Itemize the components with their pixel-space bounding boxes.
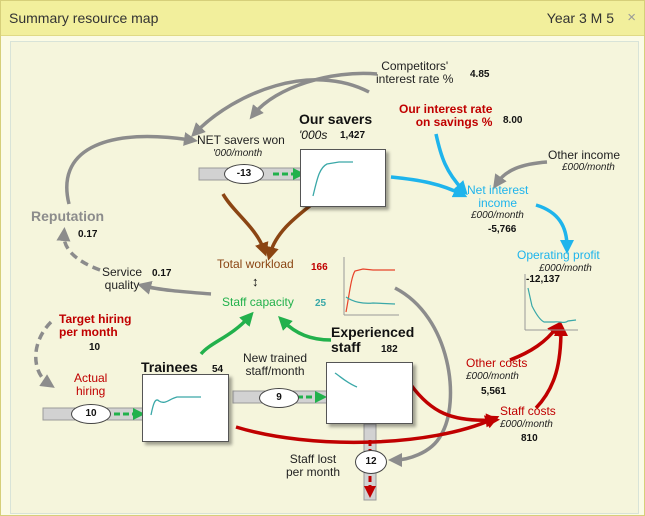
net-interest-label: Net interest income bbox=[467, 183, 529, 211]
new-trained-valve[interactable]: 9 bbox=[259, 388, 299, 408]
close-icon[interactable]: × bbox=[627, 9, 636, 26]
experienced-label-line2: staff bbox=[331, 339, 361, 356]
workload-trend-line bbox=[345, 268, 395, 313]
trainees-to-capacity-arrow bbox=[199, 311, 254, 356]
new-trained-label: New trained staff/month bbox=[243, 351, 308, 379]
net-savers-unit: '000/month bbox=[213, 148, 263, 159]
reputation-label: Reputation bbox=[31, 208, 105, 224]
capacity-to-service-arrow bbox=[137, 281, 212, 296]
diagram-canvas: -13 10 9 12 Competitors' interest rate %… bbox=[10, 41, 639, 514]
experienced-label-line1: Experienced bbox=[331, 324, 415, 340]
our-rate-label-line2: on savings % bbox=[415, 115, 493, 130]
experienced-label: Experienced staff bbox=[331, 324, 415, 356]
target-to-actual-hiring-arrow bbox=[34, 320, 55, 388]
actual-hiring-label-line2: hiring bbox=[76, 384, 106, 399]
workload-to-staff-lost-arrow bbox=[388, 286, 453, 467]
net-savers-valve[interactable]: -13 bbox=[224, 164, 264, 184]
service-to-reputation-arrow bbox=[56, 227, 101, 272]
our-rate-label: Our interest rate on savings % bbox=[399, 102, 493, 130]
competitors-rate-label: Competitors' interest rate % bbox=[376, 59, 454, 87]
profit-trend-line bbox=[527, 287, 577, 323]
net-interest-value: -5,766 bbox=[488, 224, 517, 235]
savers-value: 1,427 bbox=[340, 130, 366, 141]
target-hiring-label-line1: Target hiring bbox=[59, 312, 132, 326]
operating-profit-label: Operating profit bbox=[517, 248, 600, 262]
savers-to-workload-arrow bbox=[265, 203, 313, 261]
workload-capacity-arrow-icon: ↕ bbox=[252, 274, 259, 289]
staff-capacity-label: Staff capacity bbox=[222, 295, 294, 309]
savers-trend-line bbox=[312, 161, 353, 197]
service-quality-value: 0.17 bbox=[152, 268, 172, 279]
net-interest-to-profit-arrow bbox=[535, 203, 574, 254]
our-rate-value: 8.00 bbox=[503, 115, 523, 126]
actual-hiring-label: Actual hiring bbox=[74, 371, 108, 399]
staff-lost-valve[interactable]: 12 bbox=[355, 450, 387, 474]
net-savers-to-workload-arrow bbox=[221, 193, 269, 257]
trainees-value: 54 bbox=[212, 364, 224, 375]
other-income-unit: £000/month bbox=[562, 162, 615, 173]
window-title-bar: Summary resource map Year 3 M 5 × bbox=[1, 1, 644, 36]
staff-costs-to-profit-arrow bbox=[534, 322, 568, 410]
total-workload-label: Total workload bbox=[217, 257, 294, 271]
capacity-trend-line bbox=[345, 296, 396, 305]
competitors-rate-label-line2: interest rate % bbox=[376, 72, 454, 87]
experienced-to-staff-costs-arrow bbox=[409, 383, 500, 428]
target-hiring-label: Target hiring per month bbox=[59, 312, 132, 340]
other-income-arrow bbox=[493, 160, 548, 189]
savers-label: Our savers bbox=[299, 111, 373, 127]
period-label: Year 3 M 5 bbox=[546, 10, 614, 26]
profit-sparkline bbox=[524, 274, 578, 331]
staff-costs-value: 810 bbox=[521, 433, 538, 444]
staff-costs-unit: £000/month bbox=[500, 419, 553, 430]
experienced-stock-box[interactable] bbox=[326, 362, 413, 424]
trainees-stock-box[interactable] bbox=[142, 374, 229, 442]
net-savers-label: NET savers won bbox=[197, 133, 285, 147]
service-quality-label-line2: quality bbox=[104, 278, 140, 293]
actual-hiring-label-line1: Actual bbox=[74, 371, 108, 385]
service-quality-label: Service quality bbox=[102, 265, 143, 293]
total-workload-value: 166 bbox=[311, 262, 328, 273]
other-costs-value: 5,561 bbox=[481, 386, 507, 397]
competitors-rate-value: 4.85 bbox=[470, 69, 490, 80]
competitors-rate-label-line1: Competitors' bbox=[381, 59, 449, 73]
operating-profit-value: -12,137 bbox=[526, 274, 560, 285]
operating-profit-unit: £000/month bbox=[539, 263, 592, 274]
reputation-value: 0.17 bbox=[78, 229, 98, 240]
rate-to-net-interest-arrow bbox=[434, 133, 468, 196]
experienced-trend-line bbox=[334, 372, 358, 388]
reputation-to-net-savers-arrow bbox=[65, 132, 198, 205]
trainees-label: Trainees bbox=[141, 359, 198, 375]
new-trained-label-line2: staff/month bbox=[245, 364, 305, 379]
workload-sparkline bbox=[343, 257, 399, 316]
other-costs-unit: £000/month bbox=[466, 371, 519, 382]
trainees-to-staff-costs-arrow bbox=[235, 415, 500, 445]
staff-lost-label-line1: Staff lost bbox=[289, 452, 337, 466]
experienced-value: 182 bbox=[381, 344, 398, 355]
rate-to-net-savers-arrow bbox=[191, 78, 370, 137]
net-interest-unit: £000/month bbox=[471, 210, 524, 221]
trainees-trend-line bbox=[150, 396, 201, 416]
staff-lost-label: Staff lost per month bbox=[286, 452, 341, 480]
our-rate-label-line1: Our interest rate bbox=[399, 102, 493, 116]
target-hiring-value: 10 bbox=[89, 342, 101, 353]
net-interest-label-line2: income bbox=[478, 196, 518, 211]
competitors-to-savers-arrow bbox=[249, 71, 378, 120]
savers-unit: '000s bbox=[299, 128, 328, 142]
savers-stock-box[interactable] bbox=[300, 149, 386, 207]
service-quality-label-line1: Service bbox=[102, 265, 143, 279]
net-interest-label-line1: Net interest bbox=[467, 183, 529, 197]
target-hiring-label-line2: per month bbox=[59, 325, 118, 340]
window-title: Summary resource map bbox=[9, 10, 159, 26]
savers-to-net-interest-arrow bbox=[390, 175, 468, 198]
staff-capacity-value: 25 bbox=[315, 298, 327, 309]
staff-lost-label-line2: per month bbox=[286, 465, 341, 480]
actual-hiring-valve[interactable]: 10 bbox=[71, 404, 111, 424]
other-costs-label: Other costs bbox=[466, 356, 528, 370]
new-trained-label-line1: New trained bbox=[243, 351, 308, 365]
experienced-to-capacity-arrow bbox=[278, 316, 332, 342]
other-income-label: Other income bbox=[548, 148, 621, 162]
staff-costs-label: Staff costs bbox=[500, 404, 556, 418]
